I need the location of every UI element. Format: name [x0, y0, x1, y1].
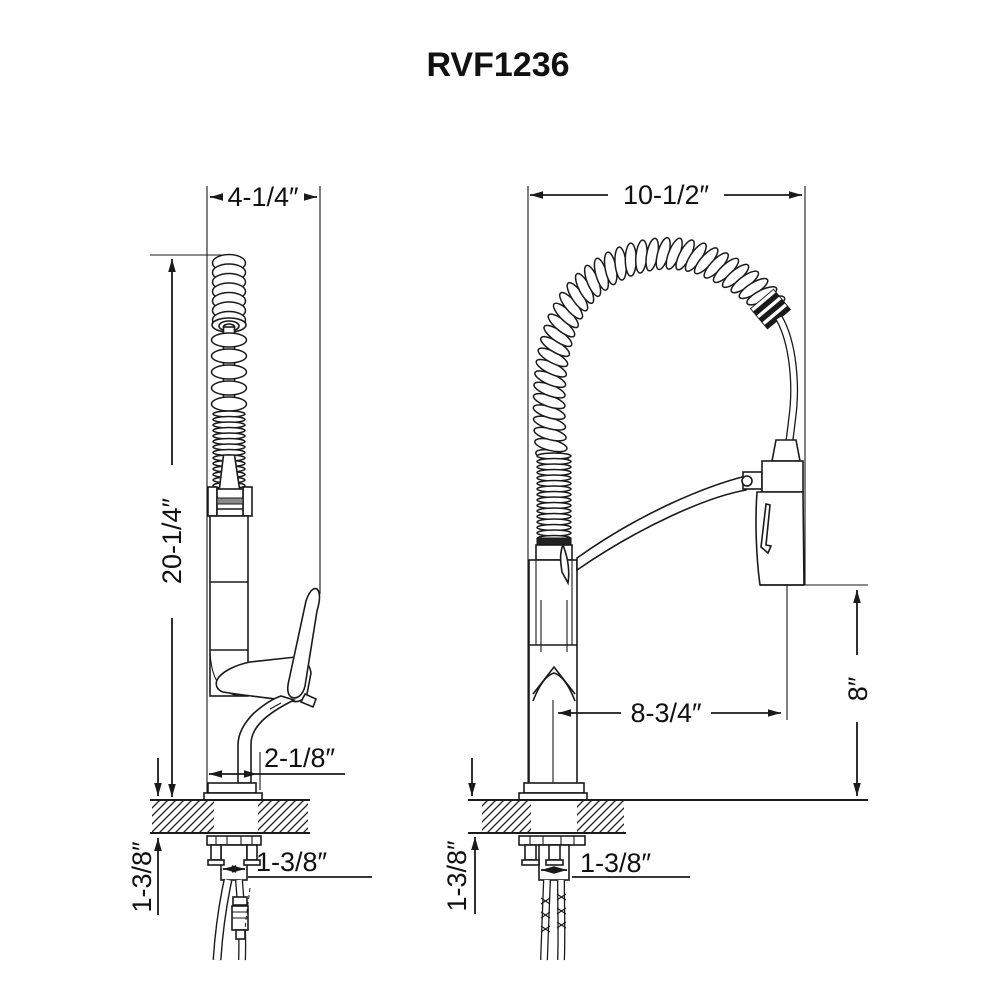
front-supply-hoses [540, 879, 567, 961]
dock-arm [576, 474, 747, 572]
dim-side-base-width: 2-1/8″ [209, 743, 345, 790]
side-handle [286, 587, 321, 699]
side-height-label: 20-1/4″ [157, 498, 187, 585]
guide-stack-left-loops [211, 253, 247, 330]
front-base-step [523, 782, 585, 794]
dim-front-width: 10-1/2″ [527, 180, 806, 793]
side-supply-hoses [212, 879, 251, 961]
front-base-flange [518, 792, 588, 801]
guide-loops-left-loops [210, 332, 248, 412]
side-shank-label: 1-3/8″ [256, 847, 328, 877]
side-view: 4-1/4″ 20-1/4″ [127, 182, 372, 961]
side-spring-clamp [207, 486, 253, 517]
side-faucet-body [203, 515, 321, 801]
drawing-title: RVF1236 [426, 46, 569, 84]
hose-ferrule [749, 288, 792, 330]
front-spring-coil [532, 236, 786, 543]
dim-front-reach: 8-3/4″ [558, 585, 788, 728]
dim-side-shank: 1-3/8″ [223, 847, 372, 878]
side-base-step [207, 782, 257, 794]
front-view: 10-1/2″ [442, 180, 873, 961]
guide-coil-right-loops [536, 452, 572, 543]
side-shank [220, 844, 248, 881]
side-base-flange [203, 792, 263, 801]
front-mounting-hardware [518, 835, 586, 881]
guide-arch-loops [532, 236, 786, 464]
spray-head [576, 439, 805, 586]
spray-head-holder [761, 460, 804, 493]
spray-trigger [760, 503, 773, 555]
front-reach-label: 8-3/4″ [630, 698, 702, 728]
front-head-height-label: 8″ [843, 676, 873, 701]
front-deck-thickness-label: 1-3/8″ [442, 840, 472, 912]
side-deck-thickness-label: 1-3/8″ [127, 841, 157, 913]
dim-front-shank: 1-3/8″ [541, 848, 690, 878]
side-countertop [150, 799, 310, 834]
front-shank-label: 1-3/8″ [580, 848, 652, 878]
front-faucet-body [518, 537, 588, 801]
dim-front-deck-thickness: 1-3/8″ [442, 758, 479, 914]
dim-side-height: 20-1/4″ [150, 254, 232, 797]
dim-front-head-height: 8″ [802, 584, 873, 796]
side-width-label: 4-1/4″ [227, 182, 299, 212]
spray-head-hose [775, 315, 799, 460]
dim-side-width: 4-1/4″ [206, 182, 321, 793]
front-width-label: 10-1/2″ [623, 180, 710, 210]
side-mounting-hardware [206, 835, 262, 881]
spout-nib [559, 542, 570, 586]
front-countertop [468, 799, 868, 834]
side-spring-coil [210, 253, 248, 493]
side-base-width-label: 2-1/8″ [264, 743, 336, 773]
dim-side-deck-thickness: 1-3/8″ [127, 758, 162, 915]
